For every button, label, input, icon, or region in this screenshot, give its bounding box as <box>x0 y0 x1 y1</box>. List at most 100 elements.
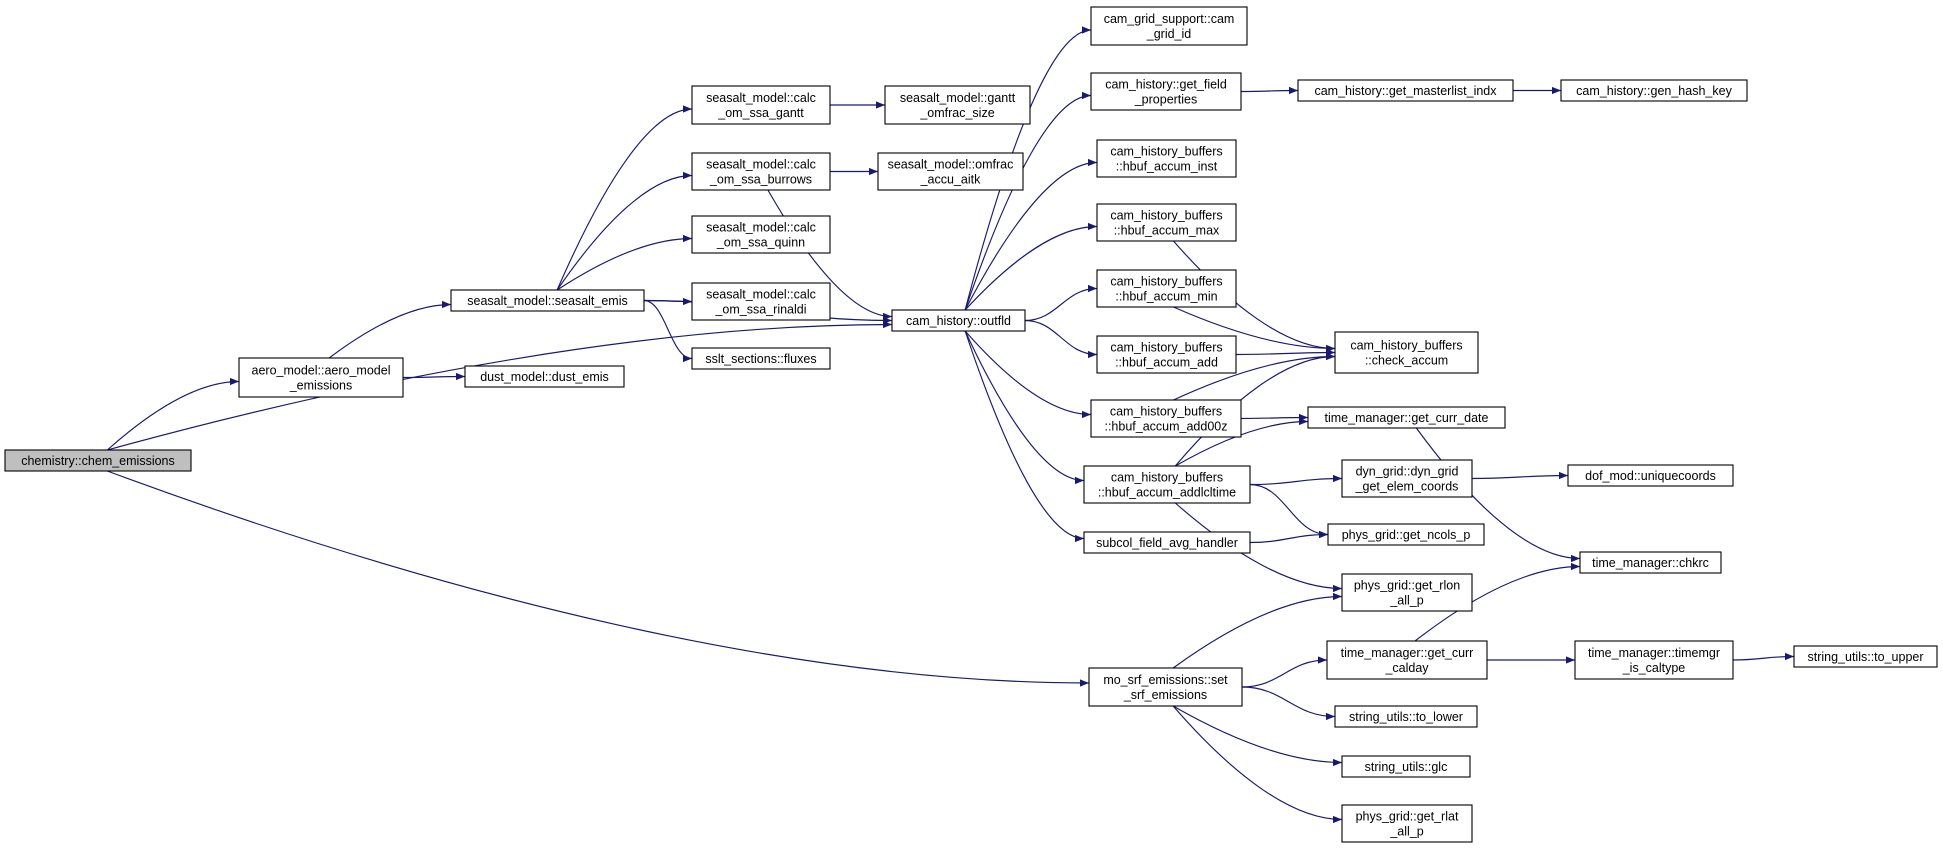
graph-node-calc-om-ssa-burrows[interactable]: seasalt_model::calc_om_ssa_burrows <box>691 152 831 191</box>
graph-node-get-ncols-p[interactable]: phys_grid::get_ncols_p <box>1327 523 1485 546</box>
node-box <box>1090 72 1242 111</box>
graph-node-cam-grid-id[interactable]: cam_grid_support::cam_grid_id <box>1090 6 1248 46</box>
node-label: string_utils::to_lower <box>1349 710 1463 724</box>
node-label: time_manager::get_curr <box>1341 646 1474 660</box>
node-box <box>1327 523 1485 546</box>
edge-path <box>1414 562 1581 642</box>
edge-path <box>556 171 693 291</box>
node-label: string_utils::glc <box>1365 760 1448 774</box>
graph-node-outfld[interactable]: cam_history::outfld <box>891 309 1026 332</box>
node-label: cam_history_buffers <box>1110 275 1222 289</box>
graph-node-set-srf-emissions[interactable]: mo_srf_emissions::set_srf_emissions <box>1088 667 1243 707</box>
graph-node-hbuf-accum-min[interactable]: cam_history_buffers::hbuf_accum_min <box>1096 269 1237 308</box>
graph-node-subcol-field-avg-handler[interactable]: subcol_field_avg_handler <box>1083 531 1251 554</box>
graph-node-get-masterlist-indx[interactable]: cam_history::get_masterlist_indx <box>1297 79 1514 102</box>
edge-set-srf-emissions-to-get-rlon-all-p <box>1172 592 1343 669</box>
node-box <box>691 85 831 125</box>
node-box <box>891 309 1026 332</box>
edge-path <box>964 330 1092 419</box>
graph-node-chem-emissions[interactable]: chemistry::chem_emissions <box>4 449 192 472</box>
node-label: seasalt_model::seasalt_emis <box>467 294 628 308</box>
graph-node-glc[interactable]: string_utils::glc <box>1341 755 1471 778</box>
edge-hbuf-accum-add00z-to-get-curr-date <box>1240 413 1309 422</box>
graph-node-timemgr-is-caltype[interactable]: time_manager::timemgr_is_caltype <box>1574 640 1734 680</box>
node-box <box>1297 79 1514 102</box>
node-box <box>1307 406 1506 429</box>
node-label: ::hbuf_accum_add00z <box>1104 420 1227 434</box>
graph-node-seasalt-emis[interactable]: seasalt_model::seasalt_emis <box>450 289 645 312</box>
node-label: _emissions <box>289 379 353 393</box>
node-box <box>1326 640 1488 680</box>
edge-path <box>107 320 893 451</box>
node-box <box>1334 331 1479 374</box>
graph-node-get-rlon-all-p[interactable]: phys_grid::get_rlon_all_p <box>1341 573 1473 612</box>
edge-get-field-properties-to-get-masterlist-indx <box>1240 86 1299 95</box>
node-label: phys_grid::get_rlon <box>1354 579 1460 593</box>
graph-node-calc-om-ssa-quinn[interactable]: seasalt_model::calc_om_ssa_quinn <box>691 215 831 254</box>
node-box <box>238 357 404 398</box>
graph-node-get-field-properties[interactable]: cam_history::get_field_properties <box>1090 72 1242 111</box>
graph-node-check-accum[interactable]: cam_history_buffers::check_accum <box>1334 331 1479 374</box>
graph-node-aero-model-emissions[interactable]: aero_model::aero_model_emissions <box>238 357 404 398</box>
node-label: cam_history::get_field <box>1105 78 1227 92</box>
node-label: _all_p <box>1389 594 1423 608</box>
node-label: sslt_sections::fluxes <box>705 352 816 366</box>
node-box <box>464 365 625 388</box>
edge-chem-emissions-to-set-srf-emissions <box>107 470 1090 687</box>
node-box <box>1096 203 1237 242</box>
graph-node-get-curr-calday[interactable]: time_manager::get_curr_calday <box>1326 640 1488 680</box>
node-label: dust_model::dust_emis <box>480 370 609 384</box>
node-box <box>1088 667 1243 707</box>
edge-path <box>556 234 693 291</box>
edge-hbuf-accum-addlcltime-to-get-ncols-p <box>1249 483 1329 539</box>
edge-subcol-field-avg-handler-to-get-ncols-p <box>1249 530 1329 544</box>
graph-node-to-upper[interactable]: string_utils::to_upper <box>1793 645 1938 668</box>
node-label: ::hbuf_accum_add <box>1115 356 1218 370</box>
edge-path <box>1024 319 1098 359</box>
graph-node-hbuf-accum-max[interactable]: cam_history_buffers::hbuf_accum_max <box>1096 203 1237 242</box>
graph-node-hbuf-accum-inst[interactable]: cam_history_buffers::hbuf_accum_inst <box>1096 139 1237 178</box>
edge-chem-emissions-to-aero-model-emissions <box>106 377 240 451</box>
node-box <box>1096 139 1237 178</box>
node-label: seasalt_model::calc <box>706 288 816 302</box>
graph-node-chkrc[interactable]: time_manager::chkrc <box>1579 551 1722 574</box>
node-box <box>1574 640 1734 680</box>
edge-path <box>1241 656 1328 688</box>
node-box <box>1341 804 1473 843</box>
graph-node-hbuf-accum-addlcltime[interactable]: cam_history_buffers::hbuf_accum_addlclti… <box>1083 465 1251 504</box>
node-label: phys_grid::get_rlat <box>1356 810 1459 824</box>
node-box <box>691 215 831 254</box>
edge-hbuf-accum-add-to-check-accum <box>1235 348 1336 357</box>
graph-node-to-lower[interactable]: string_utils::to_lower <box>1334 705 1478 728</box>
graph-node-dust-emis[interactable]: dust_model::dust_emis <box>464 365 625 388</box>
graph-node-get-elem-coords[interactable]: dyn_grid::dyn_grid_get_elem_coords <box>1341 459 1473 498</box>
edge-outfld-to-hbuf-accum-max <box>964 222 1098 311</box>
node-label: time_manager::timemgr <box>1588 646 1720 660</box>
node-label: seasalt_model::calc <box>706 158 816 172</box>
node-label: time_manager::get_curr_date <box>1325 411 1489 425</box>
edge-get-curr-calday-to-chkrc <box>1414 562 1581 642</box>
graph-node-fluxes[interactable]: sslt_sections::fluxes <box>691 347 831 370</box>
node-label: _is_caltype <box>1622 661 1686 675</box>
graph-node-gantt-omfrac-size[interactable]: seasalt_model::gantt_omfrac_size <box>884 85 1031 125</box>
node-label: aero_model::aero_model <box>252 364 391 378</box>
edge-path <box>1732 652 1795 661</box>
node-label: _omfrac_size <box>919 106 994 120</box>
graph-node-omfrac-accu-aitk[interactable]: seasalt_model::omfrac_accu_aitk <box>877 152 1024 191</box>
graph-node-hbuf-accum-add[interactable]: cam_history_buffers::hbuf_accum_add <box>1096 335 1237 374</box>
graph-node-get-rlat-all-p[interactable]: phys_grid::get_rlat_all_p <box>1341 804 1473 843</box>
graph-node-get-curr-date[interactable]: time_manager::get_curr_date <box>1307 406 1506 429</box>
graph-node-calc-om-ssa-rinaldi[interactable]: seasalt_model::calc_om_ssa_rinaldi <box>691 282 831 321</box>
edge-outfld-to-subcol-field-avg-handler <box>964 330 1085 543</box>
graph-node-uniquecoords[interactable]: dof_mod::uniquecoords <box>1567 464 1734 487</box>
node-label: ::hbuf_accum_max <box>1114 224 1220 238</box>
graph-node-gen-hash-key[interactable]: cam_history::gen_hash_key <box>1560 79 1748 102</box>
edge-path <box>1241 686 1336 721</box>
graph-node-hbuf-accum-add00z[interactable]: cam_history_buffers::hbuf_accum_add00z <box>1090 399 1242 438</box>
node-label: phys_grid::get_ncols_p <box>1342 528 1471 542</box>
graph-node-calc-om-ssa-gantt[interactable]: seasalt_model::calc_om_ssa_gantt <box>691 85 831 125</box>
edge-set-srf-emissions-to-get-curr-calday <box>1241 656 1328 688</box>
edge-path <box>1175 417 1309 467</box>
edge-path <box>556 105 693 291</box>
